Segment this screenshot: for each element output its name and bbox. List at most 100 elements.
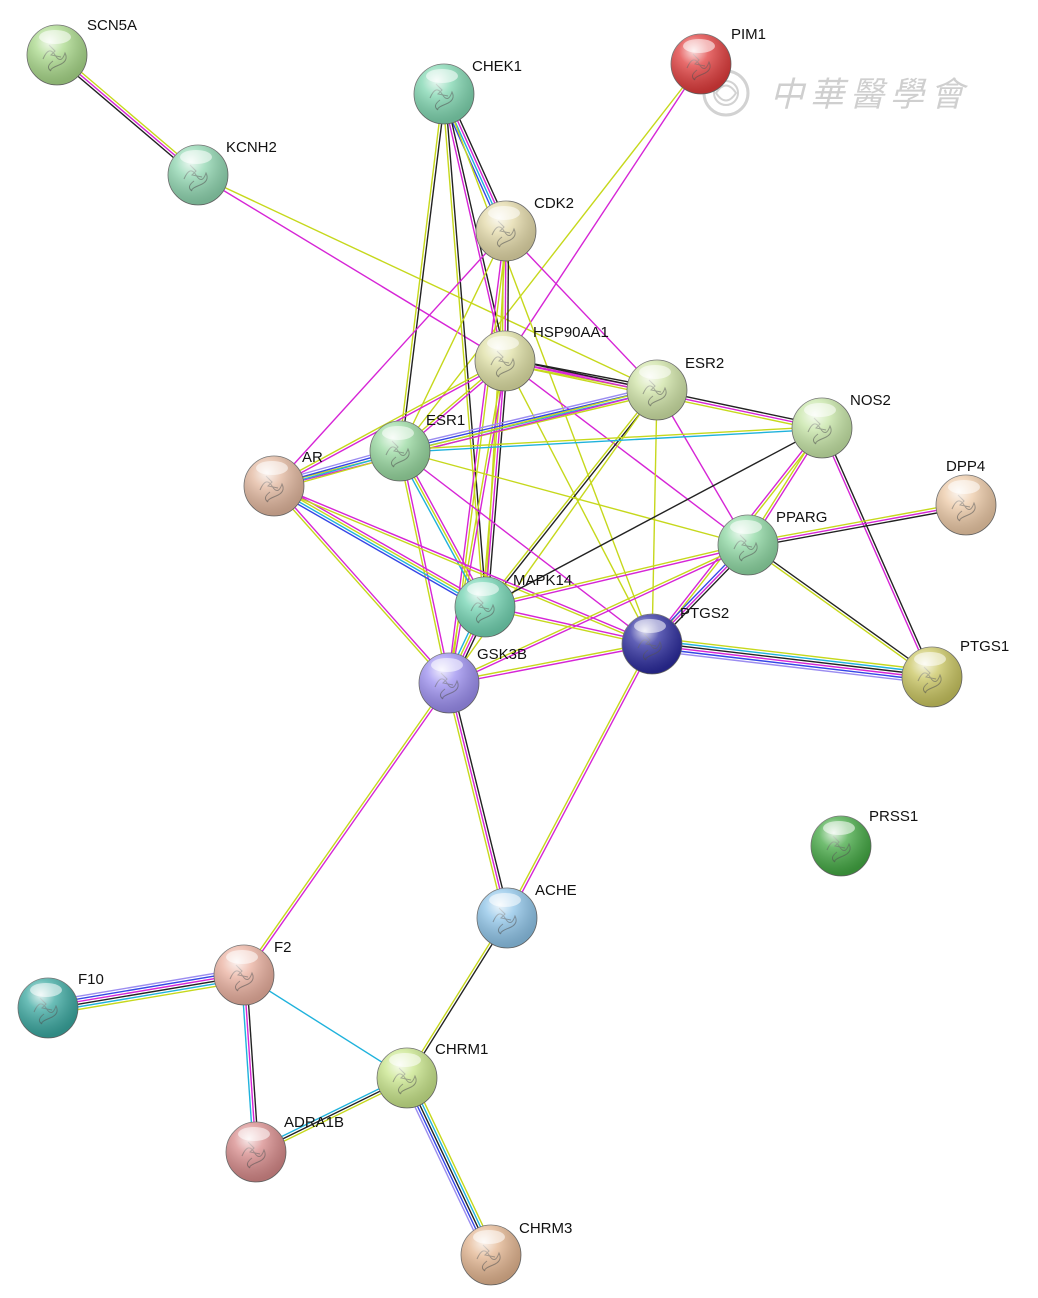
node-f2[interactable]: F2 [213, 939, 292, 1006]
edge-evidence-olive [197, 174, 658, 391]
node-label: PRSS1 [869, 808, 918, 825]
node-highlight [487, 336, 519, 350]
edge-evidence-black [450, 682, 511, 918]
node-chek1[interactable]: CHEK1 [413, 58, 522, 125]
node-label: F10 [78, 971, 104, 988]
edge-evidence-magenta [747, 504, 967, 546]
node-highlight [473, 1230, 505, 1244]
node-nos2[interactable]: NOS2 [791, 392, 891, 459]
node-f10[interactable]: F10 [17, 971, 104, 1039]
node-label: ACHE [535, 882, 577, 899]
node-label: PPARG [776, 509, 827, 526]
edge-esr1-pparg [399, 450, 749, 546]
edge-evidence-black [485, 390, 659, 609]
node-chrm3[interactable]: CHRM3 [460, 1220, 572, 1286]
edge-evidence-magenta [505, 230, 658, 391]
node-kcnh2[interactable]: KCNH2 [167, 139, 277, 206]
edge-hsp90aa1-ptgs2 [504, 360, 653, 645]
edge-evidence-cyan [243, 974, 408, 1079]
node-highlight [804, 403, 836, 417]
edge-gsk3b-f2 [242, 681, 451, 977]
node-pparg[interactable]: PPARG [717, 509, 827, 576]
edge-kcnh2-esr2 [197, 174, 658, 391]
edge-evidence-olive [405, 916, 507, 1078]
edge-evidence-olive [505, 643, 652, 918]
node-esr1[interactable]: ESR1 [369, 412, 465, 482]
edge-pparg-gsk3b [448, 543, 749, 685]
node-gsk3b[interactable]: GSK3B [418, 646, 527, 714]
node-highlight [431, 658, 463, 672]
edge-cdk2-esr1 [399, 230, 507, 452]
edge-evidence-cyan [48, 978, 245, 1013]
edge-esr2-mapk14 [483, 388, 659, 609]
edge-cdk2-esr2 [505, 230, 658, 391]
node-label: CDK2 [534, 195, 574, 212]
edge-evidence-olive [273, 388, 657, 486]
node-dpp4[interactable]: DPP4 [935, 458, 997, 536]
edge-evidence-olive [483, 388, 657, 607]
node-ptgs2[interactable]: PTGS2 [621, 605, 729, 675]
node-chrm1[interactable]: CHRM1 [376, 1041, 488, 1109]
edge-evidence-olive [242, 681, 449, 975]
edge-nos2-ptgs1 [820, 427, 934, 678]
node-label: ADRA1B [284, 1114, 344, 1131]
edge-esr1-nos2 [399, 426, 823, 453]
node-esr2[interactable]: ESR2 [626, 355, 724, 421]
node-label: CHEK1 [472, 58, 522, 75]
node-highlight [730, 520, 762, 534]
edge-evidence-black [48, 975, 245, 1010]
edge-evidence-magenta [484, 360, 506, 608]
edge-evidence-black [652, 642, 933, 677]
edge-evidence-olive [399, 450, 749, 546]
edge-evidence-blue [404, 1078, 490, 1257]
edge-evidence-olive [448, 543, 748, 683]
edge-evidence-black [444, 93, 487, 607]
edge-evidence-magenta [651, 644, 932, 679]
node-label: ESR1 [426, 412, 465, 429]
edge-evidence-magenta [507, 644, 654, 919]
node-label: CHRM3 [519, 1220, 572, 1237]
node-cdk2[interactable]: CDK2 [475, 195, 574, 262]
edge-evidence-olive [274, 484, 486, 607]
edge-evidence-cyan [652, 639, 933, 674]
edge-gsk3b-ache [445, 682, 511, 919]
node-label: PTGS1 [960, 638, 1009, 655]
edge-evidence-magenta [56, 54, 199, 176]
edge-evidence-magenta [448, 682, 508, 919]
edge-evidence-olive [448, 642, 652, 683]
node-highlight [30, 983, 62, 997]
edge-evidence-olive [399, 63, 702, 452]
node-hsp90aa1[interactable]: HSP90AA1 [474, 324, 609, 392]
edge-pim1-esr1 [399, 63, 702, 452]
edge-evidence-olive [272, 486, 449, 685]
edge-evidence-magenta [274, 484, 451, 683]
node-highlight [382, 426, 414, 440]
node-label: PTGS2 [680, 605, 729, 622]
edge-evidence-olive [747, 501, 966, 544]
edge-evidence-cyan [408, 1076, 494, 1255]
edge-evidence-blue [651, 647, 932, 682]
node-highlight [823, 821, 855, 835]
node-highlight [180, 150, 212, 164]
node-prss1[interactable]: PRSS1 [810, 808, 918, 877]
node-label: AR [302, 449, 323, 466]
node-mapk14[interactable]: MAPK14 [454, 572, 572, 638]
node-ache[interactable]: ACHE [476, 882, 577, 949]
edge-evidence-magenta [47, 973, 244, 1008]
node-label: GSK3B [477, 646, 527, 663]
edge-evidence-magenta [274, 390, 658, 488]
edge-evidence-magenta [504, 63, 702, 362]
edge-kcnh2-hsp90aa1 [197, 174, 506, 362]
node-ar[interactable]: AR [243, 449, 323, 517]
edge-evidence-olive [398, 93, 444, 451]
node-ptgs1[interactable]: PTGS1 [901, 638, 1009, 708]
edge-cdk2-mapk14 [484, 230, 507, 608]
watermark-text: 中華醫學會 [770, 75, 970, 115]
node-scn5a[interactable]: SCN5A [26, 17, 137, 86]
node-adra1b[interactable]: ADRA1B [225, 1114, 344, 1183]
node-highlight [634, 619, 666, 633]
node-pim1[interactable]: PIM1 [670, 26, 766, 95]
node-label: DPP4 [946, 458, 985, 475]
edge-f2-f10 [46, 967, 246, 1016]
